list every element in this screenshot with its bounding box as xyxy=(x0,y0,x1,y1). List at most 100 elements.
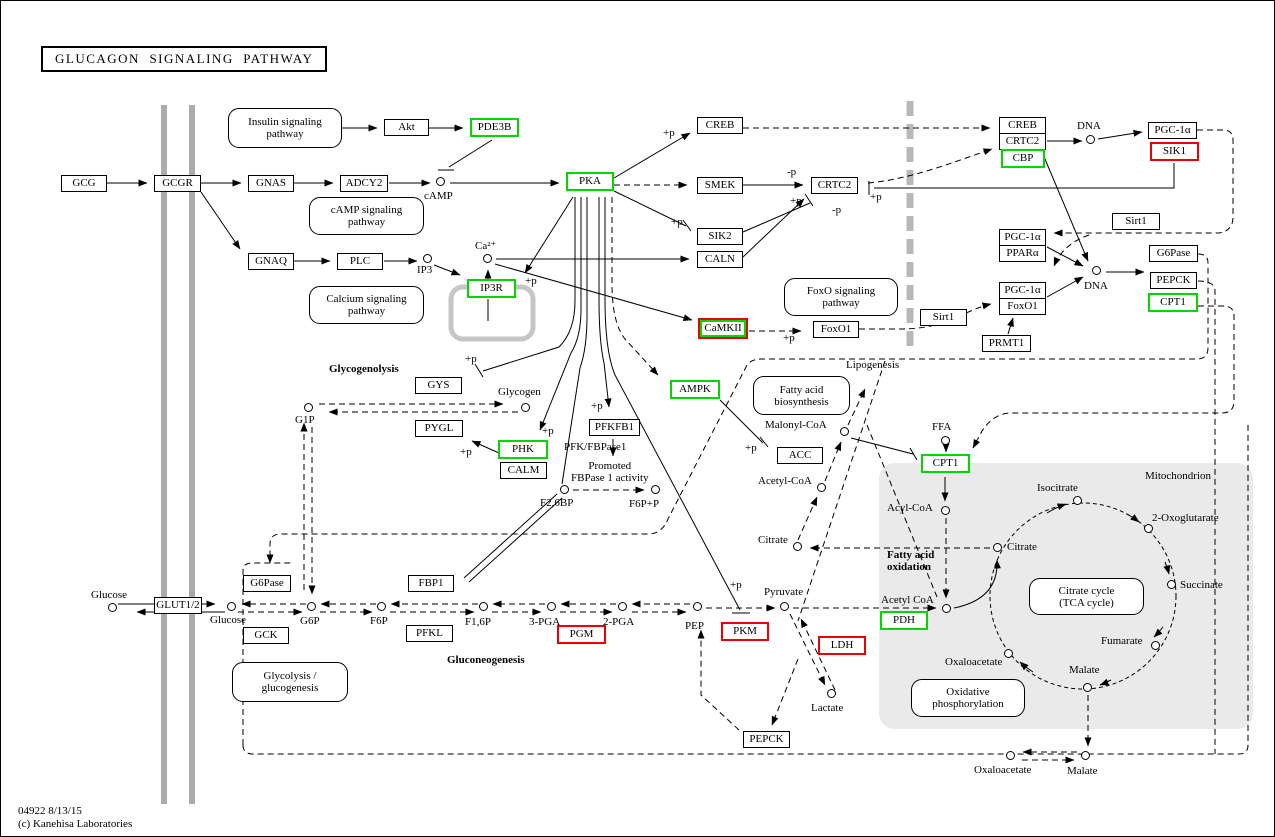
pathway-link-camp-signaling[interactable]: cAMP signaling pathway xyxy=(309,197,424,235)
compound-g1p[interactable] xyxy=(304,403,313,412)
compound-camp[interactable] xyxy=(436,177,445,186)
gene-g6pase-cytosol[interactable]: G6Pase xyxy=(243,575,291,592)
gene-foxo1-nuclear[interactable]: FoxO1 xyxy=(999,298,1046,315)
gene-adcy2[interactable]: ADCY2 xyxy=(340,175,388,192)
gene-pepck-nuclear[interactable]: PEPCK xyxy=(1150,272,1197,289)
gene-gcg[interactable]: GCG xyxy=(61,175,107,192)
compound-pyruvate[interactable] xyxy=(780,602,789,611)
gene-phk[interactable]: PHK xyxy=(498,440,548,459)
compound-acetyl-coa-mito[interactable] xyxy=(942,604,951,613)
gene-pepck-cytosol[interactable]: PEPCK xyxy=(743,731,790,748)
gene-akt[interactable]: Akt xyxy=(384,119,429,136)
gene-creb[interactable]: CREB xyxy=(697,117,743,134)
gene-crtc2-nuclear[interactable]: CRTC2 xyxy=(999,133,1046,150)
compound-f26bp[interactable] xyxy=(560,485,569,494)
compound-2pga[interactable] xyxy=(618,602,627,611)
sign-plus-p: +p xyxy=(460,446,472,458)
pathway-link-foxo-signaling[interactable]: FoxO signaling pathway xyxy=(784,278,898,316)
gene-prmt1[interactable]: PRMT1 xyxy=(982,335,1031,352)
gene-camkii[interactable]: CaMKII xyxy=(698,318,748,339)
gene-sik1[interactable]: SIK1 xyxy=(1150,142,1199,161)
compound-f6pp[interactable] xyxy=(651,485,660,494)
gene-pdh[interactable]: PDH xyxy=(880,611,928,630)
compound-succinate[interactable] xyxy=(1167,580,1176,589)
compound-2-oxoglutarate[interactable] xyxy=(1144,524,1153,533)
compound-f16p[interactable] xyxy=(479,602,488,611)
compound-lactate[interactable] xyxy=(827,689,836,698)
gene-crtc2[interactable]: CRTC2 xyxy=(811,177,858,194)
gene-pgc1a-top[interactable]: PGC-1α xyxy=(1148,122,1197,139)
compound-citrate-mito[interactable] xyxy=(993,543,1002,552)
pathway-link-calcium-signaling[interactable]: Calcium signaling pathway xyxy=(309,286,424,324)
compound-g6p[interactable] xyxy=(307,602,316,611)
gene-plc[interactable]: PLC xyxy=(337,253,383,270)
gene-creb-nuclear[interactable]: CREB xyxy=(999,117,1046,134)
compound-ffa[interactable] xyxy=(941,436,950,445)
label-mitochondrion: Mitochondrion xyxy=(1145,470,1211,482)
dna-node-top[interactable] xyxy=(1086,135,1095,144)
gene-pde3b[interactable]: PDE3B xyxy=(470,118,519,137)
pathway-link-fatty-acid-biosynthesis[interactable]: Fatty acid biosynthesis xyxy=(753,376,850,415)
gene-pgc1a-ppara-top[interactable]: PGC-1α xyxy=(999,229,1046,246)
gene-pgm[interactable]: PGM xyxy=(557,625,606,644)
compound-citrate-cytosol[interactable] xyxy=(793,542,802,551)
gene-gnaq[interactable]: GNAQ xyxy=(248,253,294,270)
gene-caln[interactable]: CALN xyxy=(697,251,743,268)
gene-gck[interactable]: GCK xyxy=(243,627,289,644)
pathway-link-glycolysis[interactable]: Glycolysis / glucogenesis xyxy=(232,662,348,702)
dna-node-mid[interactable] xyxy=(1092,266,1101,275)
compound-malate-cytosol[interactable] xyxy=(1081,751,1090,760)
gene-ampk[interactable]: AMPK xyxy=(670,380,720,399)
pathway-link-oxidative-phosphorylation[interactable]: Oxidative phosphorylation xyxy=(911,679,1025,717)
gene-pfkfb1[interactable]: PFKFB1 xyxy=(589,419,640,436)
gene-pka[interactable]: PKA xyxy=(566,172,614,191)
gene-foxo1-cytosol[interactable]: FoxO1 xyxy=(813,321,859,338)
gene-pkm[interactable]: PKM xyxy=(721,622,769,641)
compound-oxaloacetate-mito[interactable] xyxy=(1004,649,1013,658)
cell-membrane-outer-bar xyxy=(161,105,167,804)
compound-ip3[interactable] xyxy=(423,254,432,263)
compound-malonyl-coa[interactable] xyxy=(840,427,849,436)
gene-cbp[interactable]: CBP xyxy=(1001,149,1045,168)
gene-pfkl[interactable]: PFKL xyxy=(406,625,453,642)
label-gluconeogenesis: Gluconeogenesis xyxy=(447,654,525,666)
compound-f6p[interactable] xyxy=(377,602,386,611)
compound-fumarate[interactable] xyxy=(1151,641,1160,650)
compound-label: F2,6BP xyxy=(540,497,574,509)
gene-calm[interactable]: CALM xyxy=(500,462,547,479)
compound-glucose-intracellular[interactable] xyxy=(227,602,236,611)
gene-ldh[interactable]: LDH xyxy=(818,636,866,655)
gene-pygl[interactable]: PYGL xyxy=(415,420,463,437)
gene-acc[interactable]: ACC xyxy=(777,447,823,464)
gene-sirt1-nuclear[interactable]: Sirt1 xyxy=(1112,213,1160,230)
gene-gcgr[interactable]: GCGR xyxy=(154,175,201,192)
gene-fbp1[interactable]: FBP1 xyxy=(408,575,454,592)
compound-acyl-coa[interactable] xyxy=(941,506,950,515)
pathway-link-citrate-cycle[interactable]: Citrate cycle (TCA cycle) xyxy=(1029,578,1144,615)
gene-g6pase-nuclear[interactable]: G6Pase xyxy=(1149,245,1198,262)
compound-acetyl-coa-cytosol[interactable] xyxy=(817,483,826,492)
gene-smek[interactable]: SMEK xyxy=(697,177,743,194)
compound-glycogen[interactable] xyxy=(521,403,530,412)
gene-sirt1-cytosol[interactable]: Sirt1 xyxy=(920,309,967,326)
compound-pep[interactable] xyxy=(693,602,702,611)
gene-sik2[interactable]: SIK2 xyxy=(697,228,743,245)
gene-cpt1-cytosol[interactable]: CPT1 xyxy=(921,454,970,473)
gene-ppara[interactable]: PPARα xyxy=(999,245,1046,262)
compound-ca2[interactable] xyxy=(483,254,492,263)
compound-3pga[interactable] xyxy=(547,602,556,611)
sign-plus-p: +p xyxy=(745,442,757,454)
compound-label: Acetyl-CoA xyxy=(758,475,812,487)
compound-glucose-extracellular[interactable] xyxy=(108,603,117,612)
compound-isocitrate[interactable] xyxy=(1073,496,1082,505)
gene-pgc1a-foxo1-top[interactable]: PGC-1α xyxy=(999,282,1046,299)
gene-cpt1-nuclear[interactable]: CPT1 xyxy=(1148,293,1198,312)
gene-gys[interactable]: GYS xyxy=(415,377,462,394)
compound-oxaloacetate-cytosol[interactable] xyxy=(1006,751,1015,760)
pathway-link-insulin-signaling[interactable]: Insulin signaling pathway xyxy=(228,108,342,148)
gene-gnas[interactable]: GNAS xyxy=(248,175,294,192)
gene-ip3r[interactable]: IP3R xyxy=(467,279,516,298)
compound-malate-mito[interactable] xyxy=(1083,683,1092,692)
gene-glut12[interactable]: GLUT1/2 xyxy=(154,597,202,614)
